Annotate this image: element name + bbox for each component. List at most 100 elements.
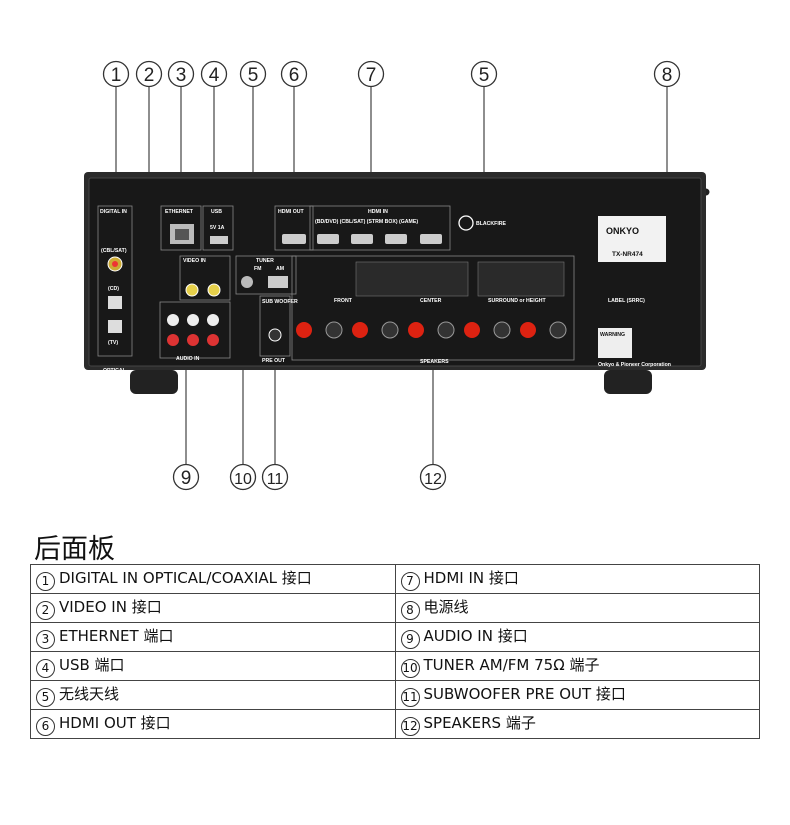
audio-in-label: AUDIO IN bbox=[176, 356, 200, 362]
legend-number: 6 bbox=[36, 717, 55, 736]
legend-number: 9 bbox=[400, 630, 420, 649]
legend-text: TUNER AM/FM 75Ω 端子 bbox=[423, 656, 600, 674]
center-label: CENTER bbox=[420, 298, 442, 304]
hdmi-out-label: HDMI OUT bbox=[278, 209, 304, 215]
callout-11: 11 bbox=[261, 463, 289, 491]
callout-6: 6 bbox=[280, 60, 308, 88]
receiver-rear-panel: DIGITAL IN (CBL/SAT) (CD) (TV) OPTICAL E… bbox=[84, 172, 706, 394]
tv-label: (TV) bbox=[108, 340, 118, 346]
legend-number: 11 bbox=[400, 688, 420, 707]
callout-3: 3 bbox=[167, 60, 195, 88]
optical-label: OPTICAL bbox=[103, 368, 127, 374]
legend-number: 4 bbox=[36, 659, 55, 678]
tuner-label: TUNER bbox=[256, 258, 274, 264]
legend-text: 电源线 bbox=[423, 598, 469, 616]
front-label: FRONT bbox=[334, 298, 353, 304]
blackfire-label: BLACKFIRE bbox=[476, 221, 507, 227]
label-srrc: LABEL (SRRC) bbox=[608, 298, 645, 304]
svg-text:10: 10 bbox=[234, 471, 252, 488]
legend-text: DIGITAL IN OPTICAL/COAXIAL 接口 bbox=[59, 569, 312, 587]
svg-text:3: 3 bbox=[176, 65, 187, 86]
legend-number: 2 bbox=[36, 601, 55, 620]
svg-text:7: 7 bbox=[366, 65, 377, 86]
callout-2: 2 bbox=[135, 60, 163, 88]
subwoofer-label: SUB WOOFER bbox=[262, 299, 298, 305]
callout-1: 1 bbox=[102, 60, 130, 88]
svg-text:9: 9 bbox=[181, 468, 192, 489]
callout-5a: 5 bbox=[239, 60, 267, 88]
svg-text:2: 2 bbox=[144, 65, 155, 86]
rear-panel-diagram: DIGITAL IN (CBL/SAT) (CD) (TV) OPTICAL E… bbox=[84, 60, 710, 491]
svg-text:5: 5 bbox=[248, 65, 259, 86]
legend-number: 12 bbox=[400, 717, 420, 736]
legend-number: 3 bbox=[36, 630, 55, 649]
legend-number: 5 bbox=[36, 688, 55, 707]
legend-text: SPEAKERS 端子 bbox=[423, 714, 536, 732]
legend-number: 8 bbox=[400, 601, 420, 620]
pre-out-label: PRE OUT bbox=[262, 358, 286, 364]
brand-label: ONKYO bbox=[606, 226, 639, 236]
svg-text:1: 1 bbox=[111, 65, 122, 86]
svg-text:4: 4 bbox=[209, 65, 220, 86]
cd-label: (CD) bbox=[108, 286, 119, 292]
fm-label: FM bbox=[254, 266, 262, 272]
legend-number: 1 bbox=[36, 572, 55, 591]
hdmi-in-sources: (BD/DVD) (CBL/SAT) (STRM BOX) (GAME) bbox=[315, 219, 418, 225]
svg-text:5: 5 bbox=[479, 65, 490, 86]
usb-label: USB bbox=[211, 209, 222, 215]
legend-text: HDMI OUT 接口 bbox=[59, 714, 171, 732]
surround-label: SURROUND or HEIGHT bbox=[488, 298, 546, 304]
corp-label: Onkyo & Pioneer Corporation bbox=[598, 362, 671, 368]
legend-text: AUDIO IN 接口 bbox=[423, 627, 528, 645]
legend-text: HDMI IN 接口 bbox=[423, 569, 519, 587]
legend-number: 10 bbox=[400, 659, 420, 678]
legend-number: 7 bbox=[400, 572, 420, 591]
callouts: 1 2 3 4 5 6 7 5 8 9 10 11 12 bbox=[102, 60, 681, 491]
legend-text: USB 端口 bbox=[59, 656, 125, 674]
callout-7: 7 bbox=[357, 60, 385, 88]
svg-text:6: 6 bbox=[289, 65, 300, 86]
callout-4: 4 bbox=[200, 60, 228, 88]
model-label: TX-NR474 bbox=[612, 251, 643, 258]
am-label: AM bbox=[276, 266, 284, 272]
warning-label: WARNING bbox=[600, 332, 625, 338]
svg-text:11: 11 bbox=[267, 471, 284, 488]
callout-8: 8 bbox=[653, 60, 681, 88]
callout-5b: 5 bbox=[470, 60, 498, 88]
speakers-label: SPEAKERS bbox=[420, 359, 449, 365]
legend-text: 无线天线 bbox=[59, 685, 120, 703]
ethernet-label: ETHERNET bbox=[165, 209, 194, 215]
legend-text: VIDEO IN 接口 bbox=[59, 598, 162, 616]
page-title: 后面板 bbox=[34, 534, 115, 565]
callout-10: 10 bbox=[229, 463, 257, 491]
svg-text:12: 12 bbox=[424, 471, 442, 488]
usb-rating-label: 5V 1A bbox=[210, 225, 225, 231]
cbl-sat-label: (CBL/SAT) bbox=[101, 248, 127, 254]
callout-9: 9 bbox=[172, 463, 200, 491]
legend-text: SUBWOOFER PRE OUT 接口 bbox=[423, 685, 626, 703]
legend-text: ETHERNET 端口 bbox=[59, 627, 174, 645]
hdmi-in-label: HDMI IN bbox=[368, 209, 388, 215]
digital-in-label: DIGITAL IN bbox=[100, 209, 127, 215]
video-in-label: VIDEO IN bbox=[183, 258, 206, 264]
svg-text:8: 8 bbox=[662, 65, 673, 86]
speaker-terminals bbox=[296, 321, 567, 339]
